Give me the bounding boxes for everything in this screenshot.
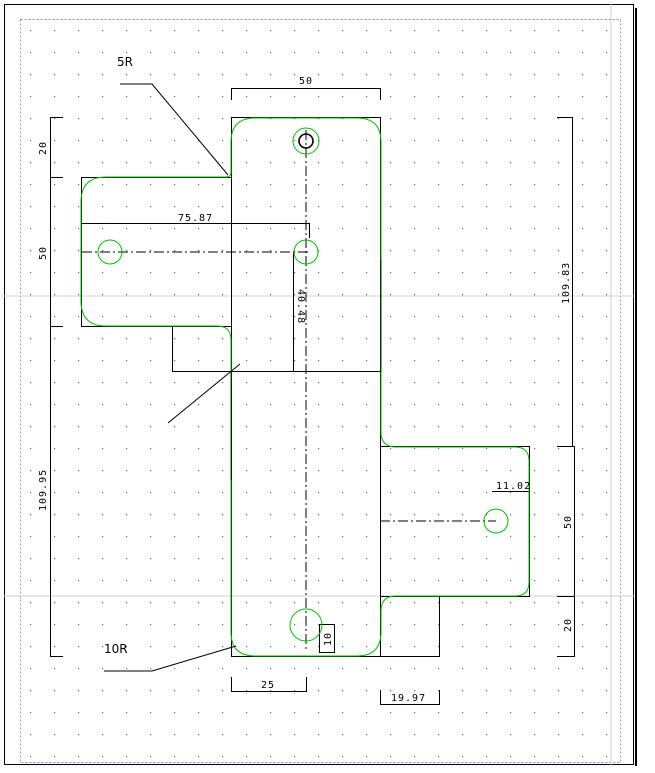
radius-5r-leader <box>120 83 229 176</box>
profile-outline <box>80 117 530 657</box>
dim-bottom-right-line <box>380 690 440 705</box>
bottom-hole <box>289 608 323 642</box>
dim-bottom-left-line <box>231 677 307 692</box>
outer-profile <box>80 117 530 657</box>
inner-dashed-frame <box>20 19 621 763</box>
right-tab-hole <box>483 508 509 534</box>
dim-bottom-left-width: 25 <box>261 680 275 691</box>
dim-right-hole-offset: 11.02 <box>496 481 531 492</box>
left-step-outline <box>172 326 381 372</box>
outer-frame <box>4 4 634 765</box>
dim-left-lower-line <box>50 326 63 657</box>
dim-bottom-right-width: 19.97 <box>391 693 426 704</box>
radius-label-5r: 5R <box>117 55 133 69</box>
dim-horizontal-offset: 75.87 <box>178 213 213 224</box>
dimension-lines <box>50 88 575 705</box>
top-hole-outer <box>292 127 320 155</box>
free-leader <box>167 363 241 424</box>
dim-vertical-offset: 40.48 <box>295 289 306 324</box>
left-tab-hole <box>97 239 123 265</box>
dim-left-tab-height: 50 <box>38 246 49 260</box>
dim-top-width-line <box>231 88 381 100</box>
dim-left-lower-height: 109.95 <box>38 469 49 511</box>
radius-label-10r: 10R <box>104 642 128 656</box>
dim-bottom-hole-offset: 10 <box>323 632 334 646</box>
radius-10r-leader <box>104 645 237 672</box>
dim-right-lower-line <box>557 596 575 657</box>
center-lines <box>82 130 496 650</box>
dim-right-tab-height: 50 <box>563 515 574 529</box>
bottom-hole-dim-box <box>319 624 335 653</box>
dim-left-upper-gap: 20 <box>38 141 49 155</box>
dim-top-width: 50 <box>299 76 313 87</box>
dim-right-upper-height: 109.83 <box>561 262 572 304</box>
left-center-hole <box>293 239 319 265</box>
dim-right-lower-gap: 20 <box>563 618 574 632</box>
top-hole-inner <box>298 133 314 149</box>
radius-leaders <box>104 83 241 672</box>
dim-left-tab-line <box>50 177 63 327</box>
